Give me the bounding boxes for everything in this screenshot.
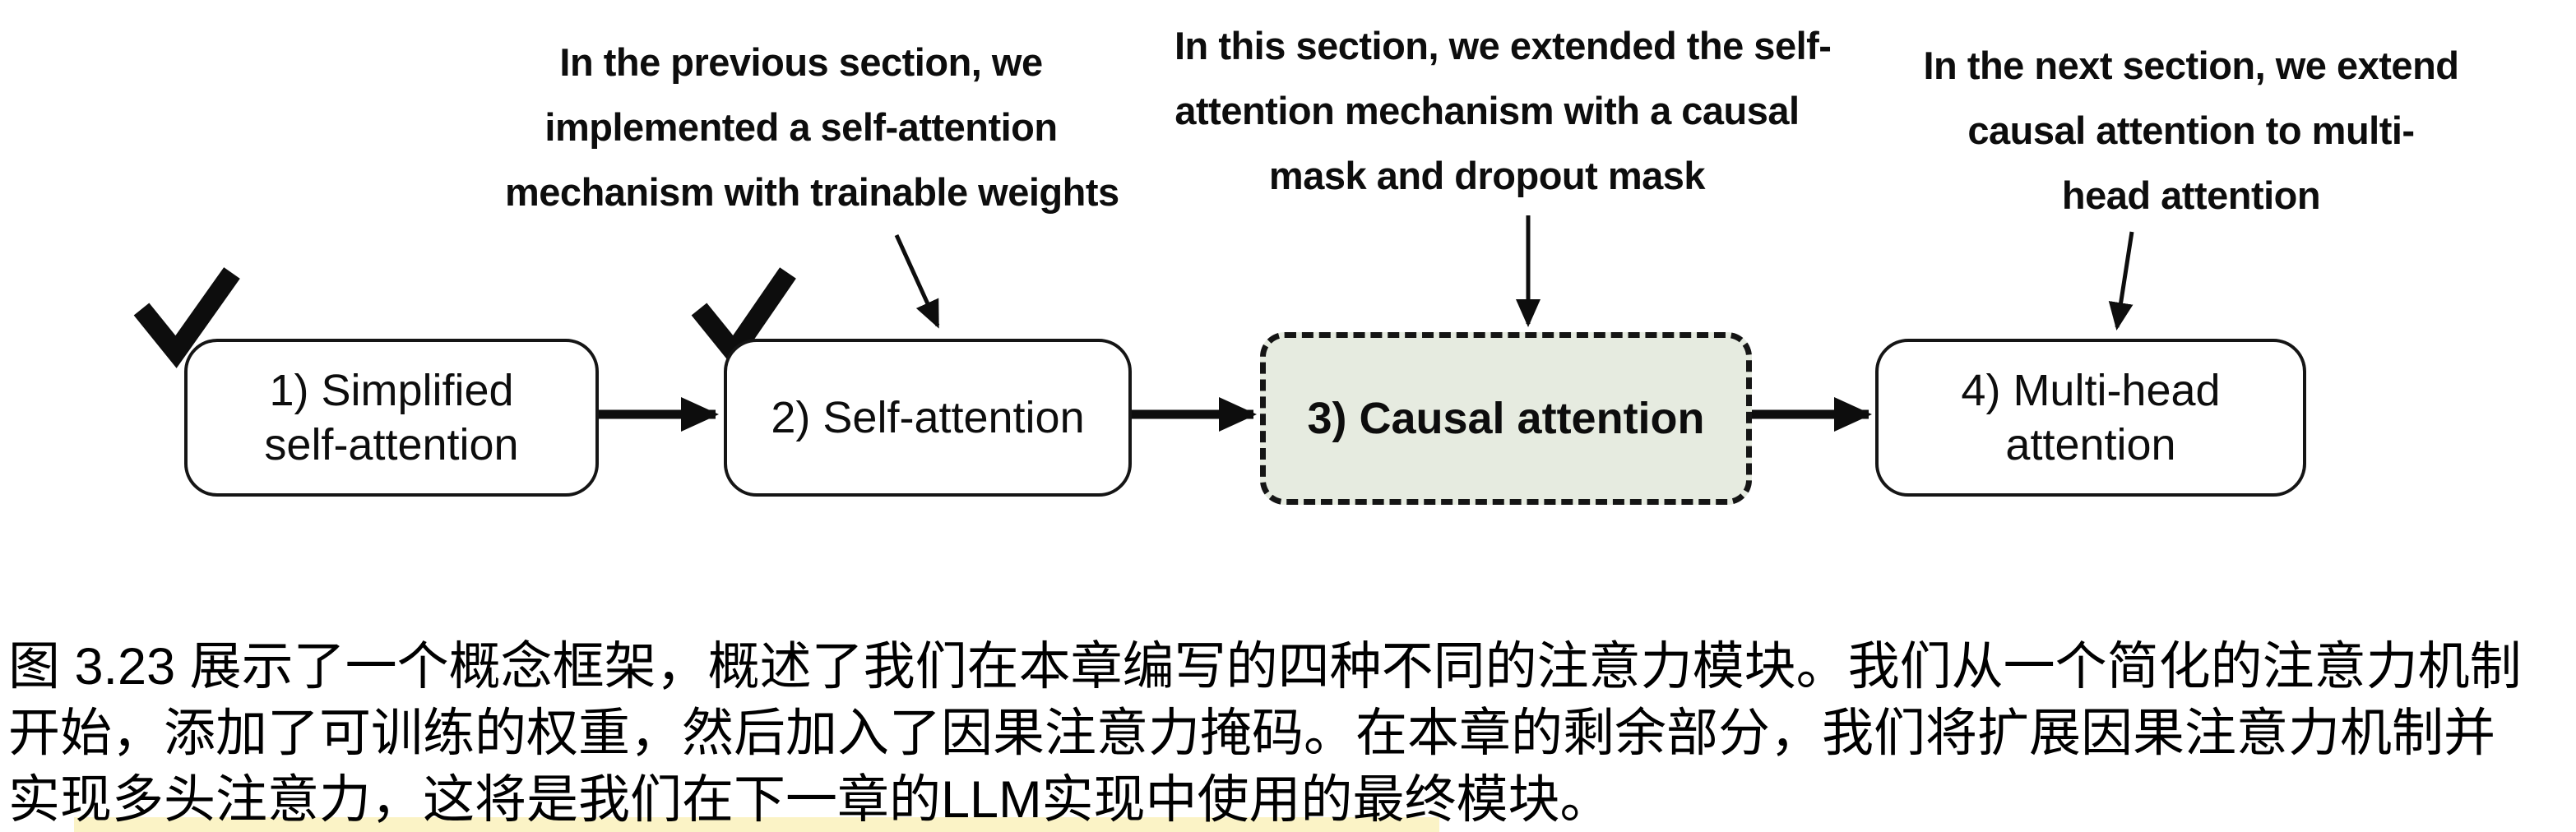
annotation-text-line: In the next section, we extend [1923, 44, 2460, 87]
annotation-text-line: mask and dropout mask [1268, 154, 1706, 197]
annotation-text-line: attention mechanism with a causal [1174, 89, 1800, 132]
caption-line: 实现多头注意力，这将是我们在下一章的LLM实现中使用的最终模块。 [8, 771, 1612, 829]
annotation-next-section: In the next section, we extend causal at… [1895, 33, 2487, 228]
box-label: 3) Causal attention [1307, 391, 1704, 446]
box-simplified-self-attention: 1) Simplified self-attention [184, 339, 599, 497]
box-label-line: attention [2005, 420, 2176, 469]
annotation-text-line: mechanism with trainable weights [505, 170, 1119, 214]
box-label-line: 3) Causal attention [1307, 394, 1705, 443]
box-label: 2) Self-attention [771, 391, 1084, 445]
box-self-attention: 2) Self-attention [724, 339, 1132, 497]
annotation-previous-section: In the previous section, we implemented … [505, 30, 1119, 224]
box-label-line: self-attention [264, 420, 519, 469]
box-label-line: 2) Self-attention [771, 393, 1085, 442]
annotation-this-section: In this section, we extended the self- a… [1174, 13, 1832, 208]
box-causal-attention: 3) Causal attention [1260, 332, 1752, 505]
box-label-line: 4) Multi-head [1961, 366, 2221, 415]
caption-line: 开始，添加了可训练的权重，然后加入了因果注意力掩码。在本章的剩余部分，我们将扩展… [8, 705, 2495, 762]
annotation-text-line: In this section, we extended the self- [1174, 24, 1832, 67]
box-label: 4) Multi-head attention [1961, 363, 2220, 472]
box-multi-head-attention: 4) Multi-head attention [1875, 339, 2306, 497]
box-label-line: 1) Simplified [269, 366, 514, 415]
annotation-text-line: head attention [2061, 173, 2321, 217]
annotation-text-line: causal attention to multi- [1967, 109, 2415, 152]
annotation-text-line: implemented a self-attention [544, 105, 1058, 149]
caption-line: 图 3.23 展示了一个概念框架，概述了我们在本章编写的四种不同的注意力模块。我… [8, 638, 2522, 696]
annotation-arrow-icon [2108, 231, 2134, 330]
box-label: 1) Simplified self-attention [264, 363, 518, 472]
annotation-arrow-icon [894, 233, 940, 329]
caption-highlight-strip [74, 817, 1439, 832]
annotation-text-line: In the previous section, we [559, 40, 1043, 84]
